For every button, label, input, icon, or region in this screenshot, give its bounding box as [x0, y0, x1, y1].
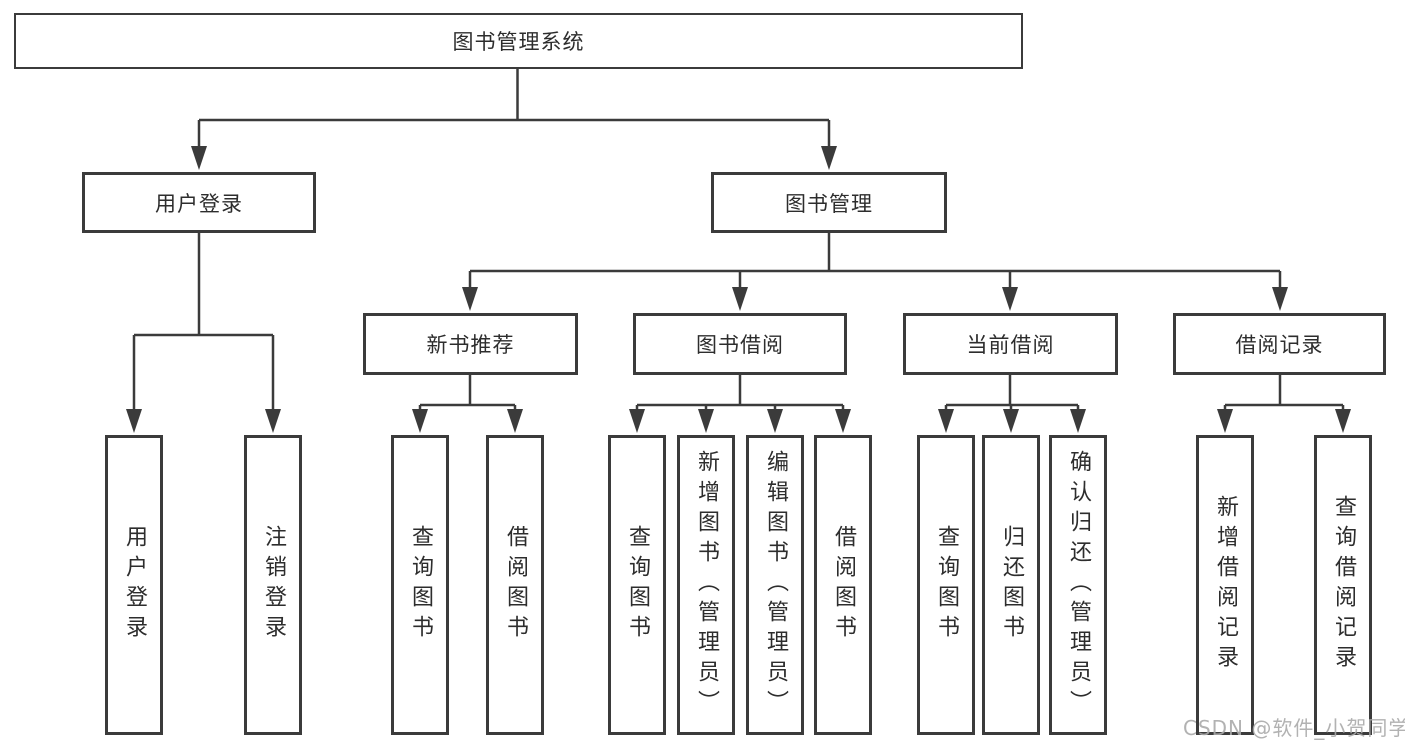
- node-label: 当前借阅: [966, 333, 1055, 357]
- leaf-label: 查询图书: [625, 525, 650, 645]
- node-label: 新书推荐: [426, 333, 515, 357]
- leaf-borrow-books-recommend: 借阅图书: [486, 435, 544, 735]
- node-label: 图书借阅: [696, 333, 784, 357]
- leaf-label: 编辑图书（管理员）: [763, 450, 788, 720]
- node-label: 用户登录: [155, 191, 243, 216]
- leaf-logout: 注销登录: [244, 435, 302, 735]
- node-label: 借阅记录: [1235, 333, 1324, 357]
- node-new-book-recommend: 新书推荐: [363, 313, 578, 375]
- leaf-label: 借阅图书: [831, 525, 856, 645]
- leaf-query-books-borrow: 查询图书: [608, 435, 666, 735]
- leaf-borrow-books: 借阅图书: [814, 435, 872, 735]
- leaf-edit-book-admin: 编辑图书（管理员）: [746, 435, 804, 735]
- connector-new-book-children: [412, 375, 523, 433]
- connector-book-borrow-children: [629, 375, 851, 433]
- leaf-add-book-admin: 新增图书（管理员）: [677, 435, 735, 735]
- leaf-label: 用户登录: [122, 525, 147, 645]
- node-label: 图书管理系统: [452, 30, 585, 54]
- leaf-confirm-return-admin: 确认归还（管理员）: [1049, 435, 1107, 735]
- node-label: 图书管理: [785, 191, 873, 216]
- leaf-label: 新增借阅记录: [1213, 495, 1238, 675]
- csdn-watermark: CSDN @软件_小贺同学: [1183, 716, 1405, 740]
- node-borrow-records: 借阅记录: [1173, 313, 1386, 375]
- leaf-query-books-current: 查询图书: [917, 435, 975, 735]
- connector-book-management-children: [462, 233, 1288, 311]
- node-book-borrow: 图书借阅: [633, 313, 847, 375]
- leaf-label: 注销登录: [261, 525, 286, 645]
- leaf-query-borrow-record: 查询借阅记录: [1314, 435, 1372, 735]
- leaf-label: 借阅图书: [503, 525, 528, 645]
- connector-borrow-records-children: [1217, 375, 1351, 433]
- leaf-label: 查询借阅记录: [1331, 495, 1356, 675]
- leaf-add-borrow-record: 新增借阅记录: [1196, 435, 1254, 735]
- leaf-label: 查询图书: [408, 525, 433, 645]
- connector-user-login-children: [126, 233, 281, 433]
- leaf-return-book: 归还图书: [982, 435, 1040, 735]
- leaf-query-books-recommend: 查询图书: [391, 435, 449, 735]
- node-library-system-root: 图书管理系统: [14, 13, 1023, 69]
- connector-current-borrow-children: [938, 375, 1086, 433]
- node-user-login: 用户登录: [82, 172, 316, 233]
- node-book-management: 图书管理: [711, 172, 947, 233]
- leaf-label: 查询图书: [934, 525, 959, 645]
- leaf-label: 确认归还（管理员）: [1066, 450, 1091, 720]
- leaf-label: 新增图书（管理员）: [694, 450, 719, 720]
- connector-root-to-level2: [191, 69, 837, 170]
- leaf-user-login: 用户登录: [105, 435, 163, 735]
- leaf-label: 归还图书: [999, 525, 1024, 645]
- node-current-borrow: 当前借阅: [903, 313, 1118, 375]
